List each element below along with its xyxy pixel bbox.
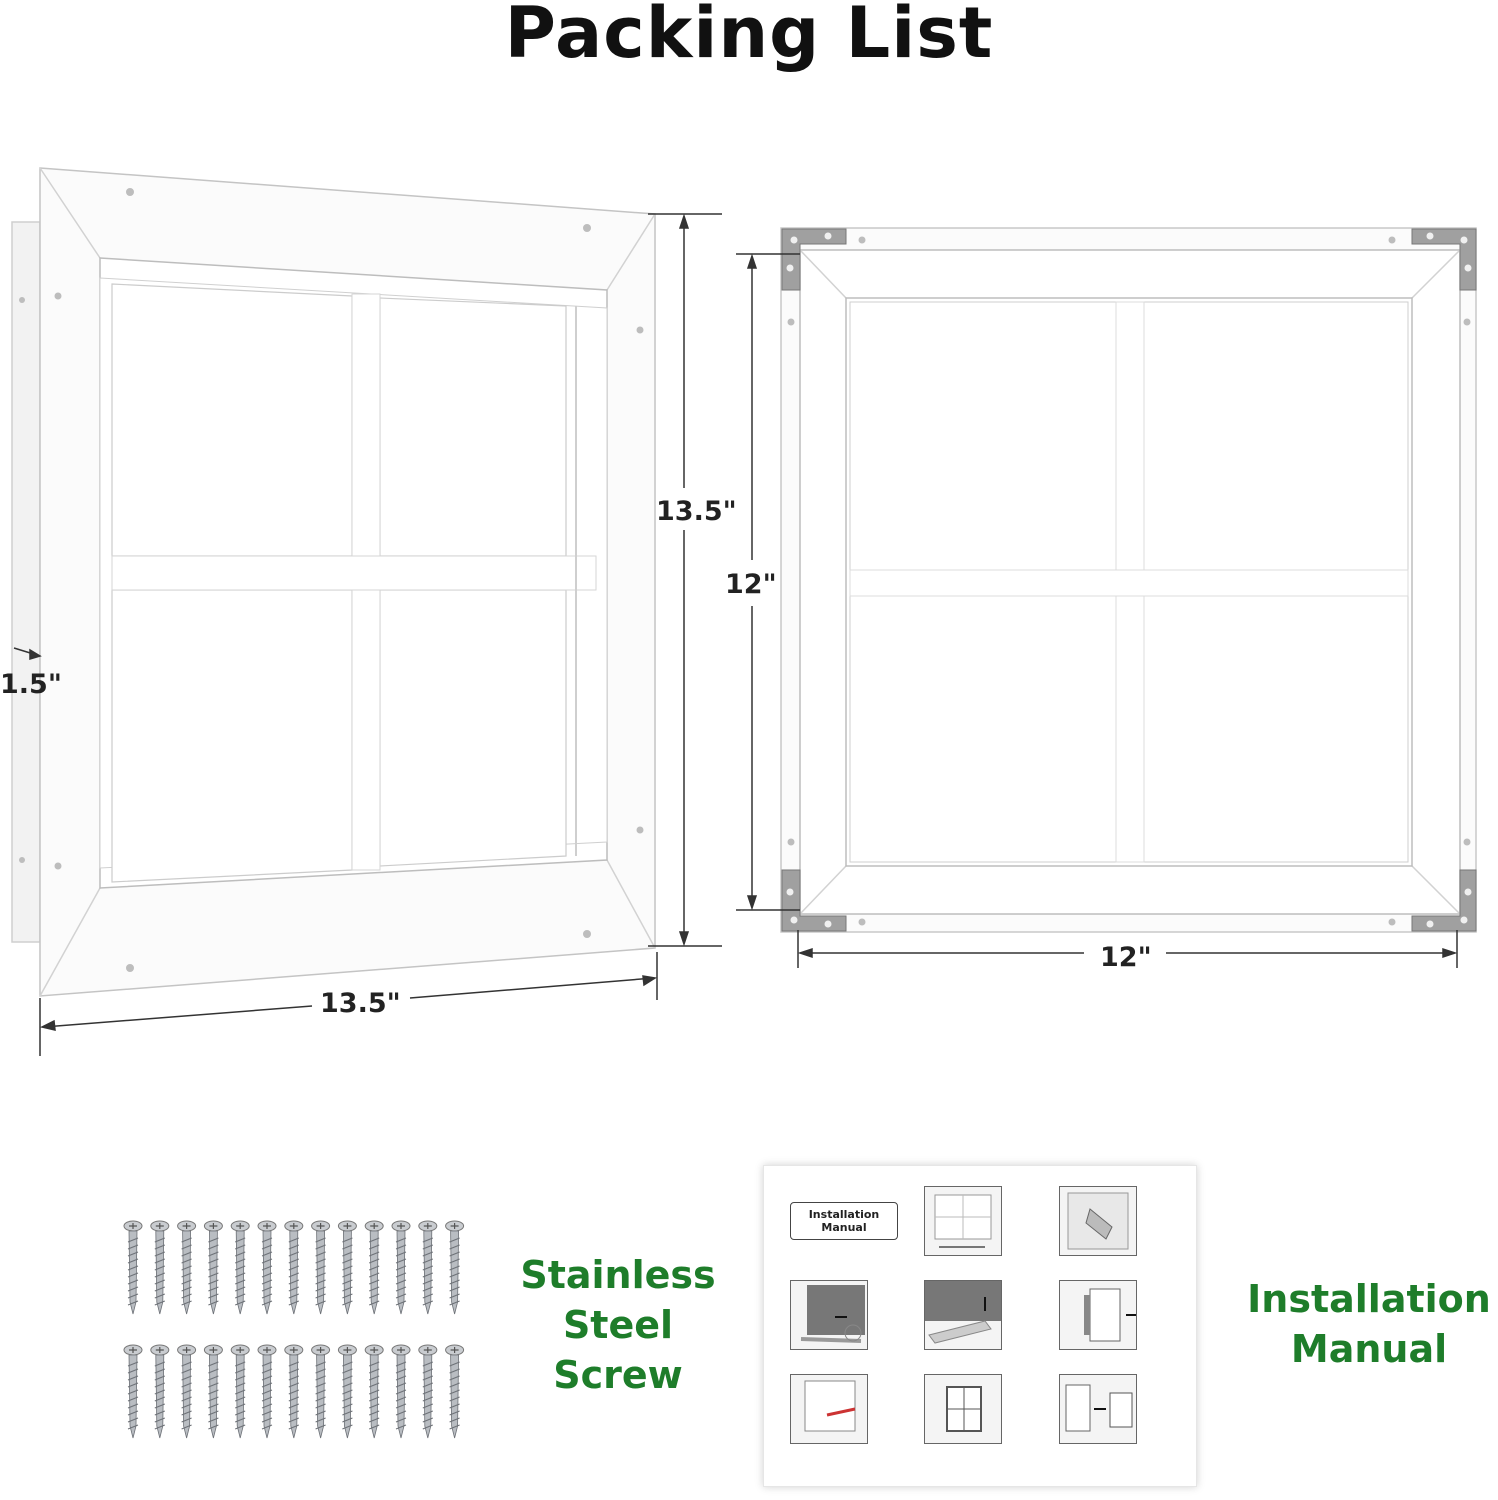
screw-icon (230, 1344, 250, 1439)
right-window (780, 227, 1477, 933)
screw-label-line: Steel (562, 1303, 674, 1347)
installation-manual-sheet: Installation Manual (763, 1165, 1197, 1487)
left-height-dimension (648, 213, 722, 947)
screw-icon (391, 1344, 411, 1439)
right-width-label: 12" (1100, 942, 1152, 973)
right-height-dimension (736, 253, 800, 911)
manual-step-thumbnail (790, 1374, 868, 1444)
left-height-label: 13.5" (656, 496, 737, 527)
screws-illustration (123, 1220, 465, 1439)
manual-label: Installation Manual (1238, 1274, 1498, 1374)
screw-icon (311, 1220, 331, 1315)
screw-icon (257, 1344, 277, 1439)
screw-label-line: Screw (553, 1353, 683, 1397)
screw-icon (284, 1344, 304, 1439)
manual-step-thumbnail (924, 1374, 1002, 1444)
screw-icon (391, 1220, 411, 1315)
left-depth-dimension (13, 647, 42, 661)
screw-icon (337, 1344, 357, 1439)
screw-icon (364, 1220, 384, 1315)
screw-icon (203, 1220, 223, 1315)
manual-step-thumbnail (924, 1186, 1002, 1256)
screw-icon (123, 1344, 143, 1439)
page-title: Packing List (504, 0, 994, 74)
screw-icon (445, 1344, 465, 1439)
screw-icon (150, 1220, 170, 1315)
left-width-dimension (39, 952, 658, 1056)
manual-step-thumbnail (924, 1280, 1002, 1350)
right-height-label: 12" (725, 569, 777, 600)
screw-icon (418, 1344, 438, 1439)
screw-icon (284, 1220, 304, 1315)
left-window-side (11, 221, 41, 943)
screw-icon (150, 1344, 170, 1439)
screw-icon (418, 1220, 438, 1315)
screw-icon (364, 1344, 384, 1439)
screw-icon (337, 1220, 357, 1315)
screw-icon (230, 1220, 250, 1315)
manual-step-thumbnail (1059, 1186, 1137, 1256)
manual-sheet-title: Installation Manual (790, 1202, 898, 1240)
left-width-label: 13.5" (320, 988, 401, 1019)
screw-icon (203, 1344, 223, 1439)
left-depth-label: 1.5" (0, 669, 62, 700)
corner-bracket-icon (781, 228, 1477, 932)
screw-label-line: Stainless (520, 1253, 716, 1297)
screw-icon (177, 1344, 197, 1439)
manual-step-thumbnail (790, 1280, 868, 1350)
screw-icon (445, 1220, 465, 1315)
screw-label: Stainless Steel Screw (498, 1250, 738, 1400)
right-width-dimension (797, 930, 1458, 968)
manual-label-line: Installation (1247, 1277, 1491, 1321)
manual-step-thumbnail (1059, 1280, 1137, 1350)
manual-step-thumbnail (1059, 1374, 1137, 1444)
left-window (11, 167, 656, 997)
screw-icon (257, 1220, 277, 1315)
screw-icon (123, 1220, 143, 1315)
screw-icon (177, 1220, 197, 1315)
screw-icon (311, 1344, 331, 1439)
manual-label-line: Manual (1290, 1327, 1448, 1371)
windows-illustration: 13.5" 13.5" 1.5" (0, 167, 1477, 1056)
